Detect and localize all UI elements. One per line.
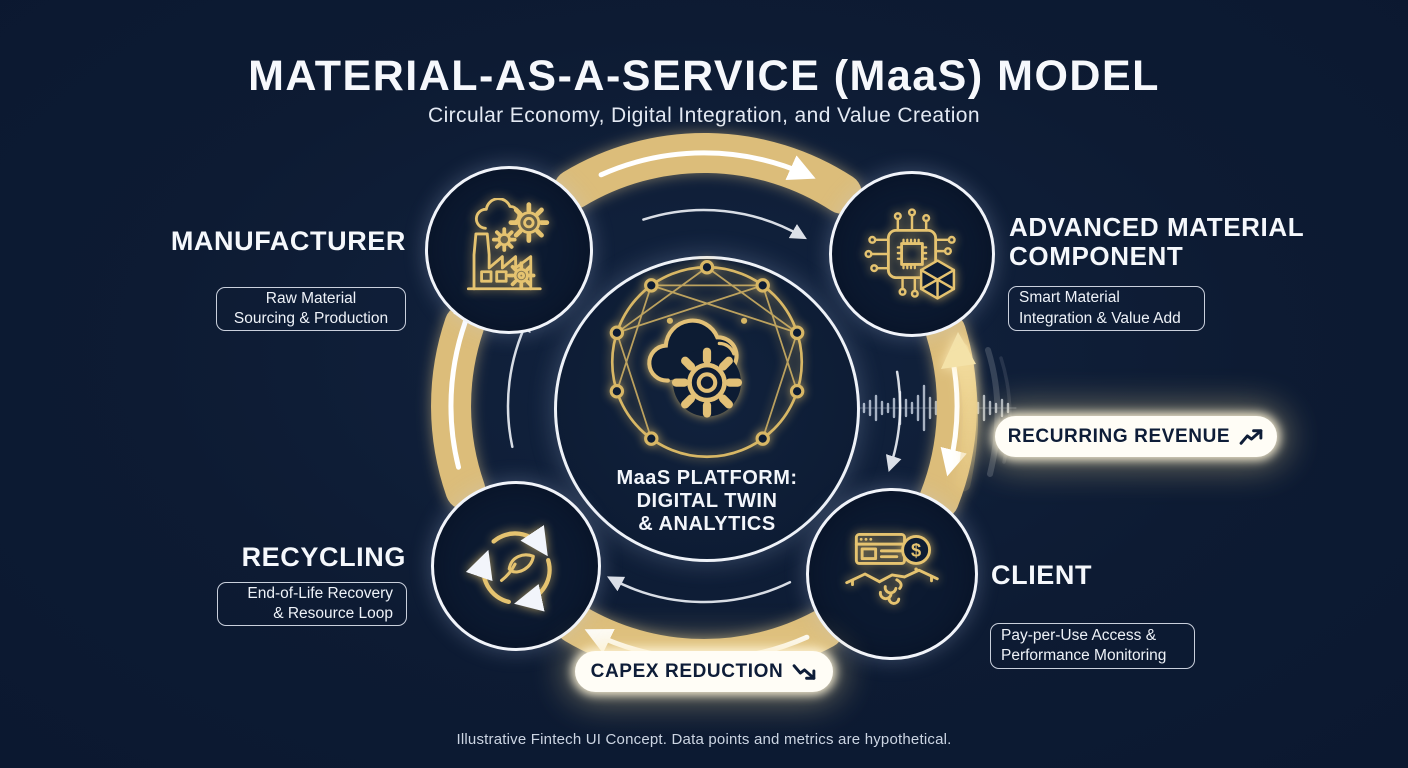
- advanced-material-info-box: Smart Material Integration & Value Add: [1008, 286, 1205, 331]
- manufacturer-box-line2: Sourcing & Production: [233, 310, 389, 327]
- platform-label-line2: DIGITAL TWIN: [636, 490, 778, 513]
- capex-reduction-badge[interactable]: CAPEX REDUCTION: [575, 651, 833, 692]
- factory-gears-icon: [466, 198, 550, 291]
- trend-down-arrow-icon: [792, 663, 816, 680]
- platform-label-line1: MaaS PLATFORM:: [616, 467, 798, 489]
- recycling-node: [431, 481, 601, 651]
- disclaimer-text: Illustrative Fintech UI Concept. Data po…: [456, 731, 952, 748]
- network-cloud-gear-icon: [609, 260, 805, 459]
- recycling-box-line2: & Resource Loop: [273, 605, 393, 622]
- dollar-symbol: $: [911, 540, 921, 561]
- client-box-line1: Pay-per-Use Access &: [1001, 626, 1157, 644]
- manufacturer-box-line1: Raw Material: [265, 289, 357, 307]
- recycling-info-box: End-of-Life Recovery & Resource Loop: [217, 582, 407, 626]
- advanced-material-box-line1: Smart Material: [1019, 289, 1120, 307]
- recurring-revenue-badge[interactable]: RECURRING REVENUE: [995, 416, 1277, 457]
- platform-label: MaaS PLATFORM: DIGITAL TWIN & ANALYTICS: [616, 467, 797, 537]
- page-subtitle: Circular Economy, Digital Integration, a…: [428, 104, 980, 127]
- trend-up-arrow-icon: [1239, 428, 1263, 445]
- platform-label-line3: & ANALYTICS: [638, 513, 776, 536]
- advanced-material-title-line2: COMPONENT: [1009, 241, 1184, 272]
- capex-reduction-label: CAPEX REDUCTION: [590, 660, 784, 682]
- client-box-line2: Performance Monitoring: [1001, 647, 1167, 664]
- advanced-material-title-line1: ADVANCED MATERIAL: [1009, 212, 1305, 242]
- maas-platform-node: MaaS PLATFORM: DIGITAL TWIN & ANALYTICS: [554, 256, 860, 562]
- advanced-material-title: ADVANCED MATERIAL COMPONENT: [1009, 212, 1319, 272]
- handshake-dollar-icon: $: [845, 533, 939, 605]
- page-title: MATERIAL-AS-A-SERVICE (MaaS) MODEL: [248, 52, 1160, 100]
- advanced-material-box-line2: Integration & Value Add: [1019, 309, 1181, 327]
- recycling-title: RECYCLING: [241, 542, 406, 572]
- client-title: CLIENT: [991, 560, 1093, 590]
- recurring-revenue-label: RECURRING REVENUE: [1007, 425, 1231, 447]
- manufacturer-title: MANUFACTURER: [170, 226, 406, 256]
- advanced-material-node: [829, 171, 995, 337]
- inner-cycle-arrows: [506, 208, 902, 604]
- manufacturer-node: [425, 166, 593, 334]
- client-info-box: Pay-per-Use Access & Performance Monitor…: [990, 623, 1195, 669]
- client-node: $: [806, 488, 978, 660]
- revenue-growth-arrow: [941, 332, 978, 492]
- manufacturer-info-box: Raw Material Sourcing & Production: [216, 287, 406, 331]
- microchip-cube-icon: [864, 208, 956, 300]
- recycling-box-line1: End-of-Life Recovery: [247, 584, 393, 602]
- recycle-leaf-icon: [465, 525, 552, 612]
